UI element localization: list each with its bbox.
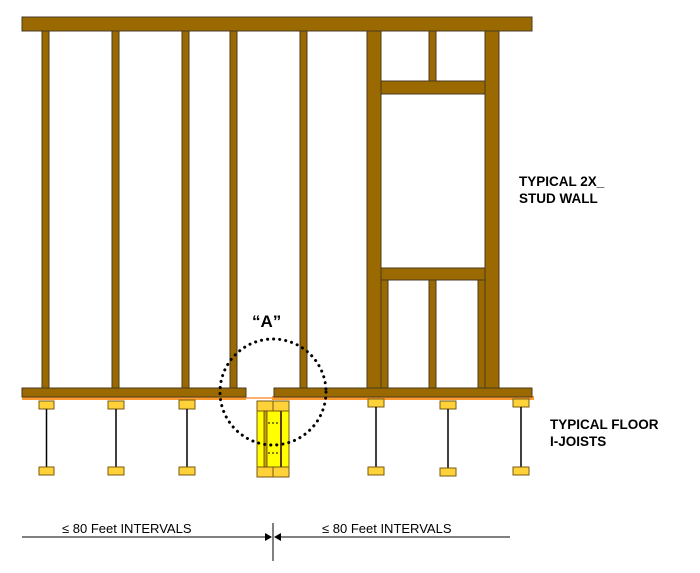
king-stud-left (366, 30, 382, 389)
i-joist (178, 399, 196, 476)
arrow-left-icon (274, 533, 281, 541)
sill-glow-line (22, 396, 246, 400)
interval-label-right: ≤ 80 Feet INTERVALS (322, 521, 452, 536)
arrow-right-icon (265, 533, 272, 541)
stud (181, 30, 190, 389)
header (380, 80, 486, 95)
jack-stud-left (380, 279, 389, 389)
interval-label-left: ≤ 80 Feet INTERVALS (62, 521, 192, 536)
floor-i-joists (38, 398, 530, 477)
stud-wall-label-line1: TYPICAL 2X_ (519, 174, 605, 189)
top-plate (21, 16, 533, 32)
stud (299, 30, 308, 389)
cripple-stud-top (428, 30, 437, 82)
floor-joist-label-line2: I-JOISTS (550, 434, 606, 449)
i-joist (367, 398, 385, 476)
bottom-plate-left (21, 387, 247, 398)
detail-a-circle (218, 337, 328, 447)
stud (229, 30, 238, 389)
studs (41, 30, 308, 389)
king-stud-right (484, 30, 500, 389)
opening-frame (366, 30, 500, 389)
i-joist (38, 400, 55, 476)
i-joist (439, 400, 457, 477)
stud (41, 30, 50, 389)
stud-wall-label-line2: STUD WALL (519, 191, 598, 206)
i-joist (107, 400, 125, 476)
cripple-stud-bottom (428, 279, 437, 389)
dimension-lines (22, 523, 510, 561)
sill-glow-line (272, 396, 534, 400)
floor-joist-label-line1: TYPICAL FLOOR (550, 417, 659, 432)
sill-header (380, 267, 486, 281)
stud (111, 30, 120, 389)
bottom-plate-right (273, 387, 533, 398)
highlighted-double-joist (256, 400, 290, 478)
detail-a-label: “A” (252, 312, 281, 331)
jack-stud-right (477, 279, 486, 389)
i-joist (512, 398, 530, 476)
